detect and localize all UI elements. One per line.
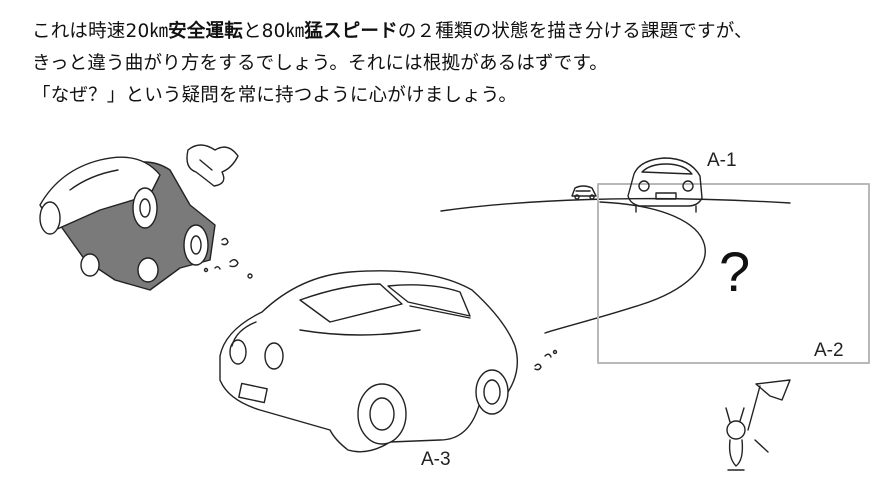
line1-part-c: と80㎞: [242, 21, 305, 42]
flying-car-icon: [39, 156, 216, 291]
line1-bold-safe-driving: 安全運転: [168, 21, 243, 42]
instruction-text: これは時速20㎞安全運転と80㎞猛スピードの２種類の状態を描き分ける課題ですが、…: [32, 16, 882, 112]
car-front-icon: [627, 157, 703, 213]
dust-puff-icon: [203, 237, 558, 371]
a2-box: [597, 183, 870, 364]
label-a2: A-2: [814, 340, 844, 361]
instruction-line-2: きっと違う曲がり方をするでしょう。それには根拠があるはずです。: [32, 53, 609, 74]
road-curve: [440, 197, 791, 212]
question-mark: ?: [719, 240, 751, 303]
car-main-icon: [219, 270, 518, 453]
line1-part-e: の２種類の状態を描き分ける課題ですが、: [397, 21, 753, 42]
line1-part-a: これは時速20㎞: [32, 21, 169, 42]
instruction-line-3: 「なぜ？」という疑問を常に持つように心がけましょう。: [32, 85, 518, 106]
rabbit-with-flag-icon: [725, 379, 791, 471]
instruction-line-1: これは時速20㎞安全運転と80㎞猛スピードの２種類の状態を描き分ける課題ですが、: [32, 16, 882, 48]
road-curve-bend: [544, 201, 706, 334]
line1-bold-high-speed: 猛スピード: [304, 21, 398, 42]
label-a1: A-1: [707, 150, 737, 171]
label-a3: A-3: [421, 449, 451, 470]
small-car-icon: [571, 185, 597, 200]
crashing-car-icon: [186, 144, 239, 187]
